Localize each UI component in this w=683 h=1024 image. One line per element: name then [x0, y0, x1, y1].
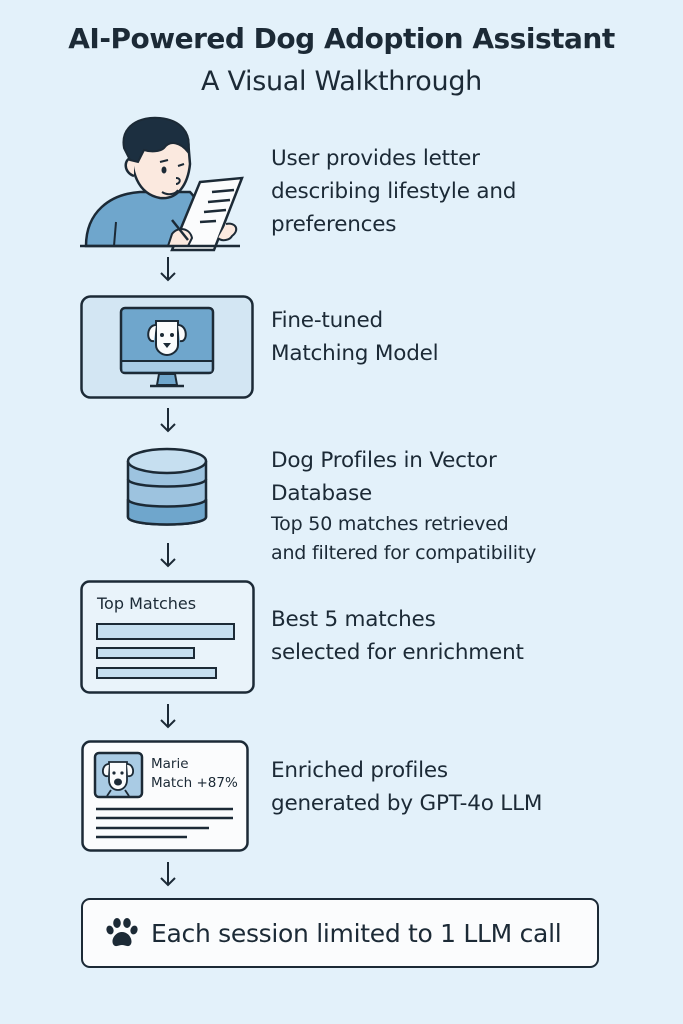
step-4-description: Best 5 matches selected for enrichment	[271, 603, 524, 669]
arrow-down-icon	[160, 408, 176, 433]
step-1-line: User provides letter	[271, 146, 480, 171]
step-2-line: Matching Model	[271, 341, 439, 366]
step-5-line: generated by GPT-4o LLM	[271, 791, 543, 816]
step-3-detail-line: Top 50 matches retrieved	[271, 513, 509, 535]
dog-profile-card-icon: Marie Match +87%	[81, 740, 249, 852]
arrow-down-icon	[160, 257, 176, 282]
top-matches-list-card-icon: Top Matches	[80, 580, 255, 694]
step-5-description: Enriched profiles generated by GPT-4o LL…	[271, 754, 542, 820]
step-3-detail: Top 50 matches retrieved and filtered fo…	[271, 510, 536, 568]
step-5-line: Enriched profiles	[271, 758, 448, 783]
step-2-description: Fine-tuned Matching Model	[271, 304, 439, 370]
person-writing-letter-icon	[80, 116, 244, 252]
arrow-down-icon	[160, 862, 176, 887]
step-3-description: Dog Profiles in Vector Database	[271, 444, 497, 510]
step-2-line: Fine-tuned	[271, 308, 383, 333]
step-3-line: Database	[271, 481, 372, 506]
arrow-down-icon	[160, 704, 176, 729]
dog-name: Marie	[151, 756, 189, 772]
step-3-detail-line: and filtered for compatibility	[271, 542, 537, 564]
session-limit-text: Each session limited to 1 LLM call	[151, 918, 562, 948]
database-cylinder-icon	[126, 447, 208, 526]
paw-print-icon	[106, 918, 138, 947]
step-1-description: User provides letter describing lifestyl…	[271, 142, 516, 241]
step-1-line: preferences	[271, 212, 397, 237]
step-4-line: Best 5 matches	[271, 607, 436, 632]
step-3-line: Dog Profiles in Vector	[271, 448, 497, 473]
step-4-line: selected for enrichment	[271, 640, 524, 665]
card-title: Top Matches	[96, 594, 196, 613]
page-subtitle: A Visual Walkthrough	[201, 66, 482, 97]
step-1-line: describing lifestyle and	[271, 179, 517, 204]
page-title: AI-Powered Dog Adoption Assistant	[68, 22, 615, 55]
session-limit-note: Each session limited to 1 LLM call	[81, 898, 599, 968]
computer-monitor-dog-icon	[80, 295, 254, 399]
arrow-down-icon	[160, 543, 176, 568]
match-score: Match +87%	[151, 775, 238, 791]
